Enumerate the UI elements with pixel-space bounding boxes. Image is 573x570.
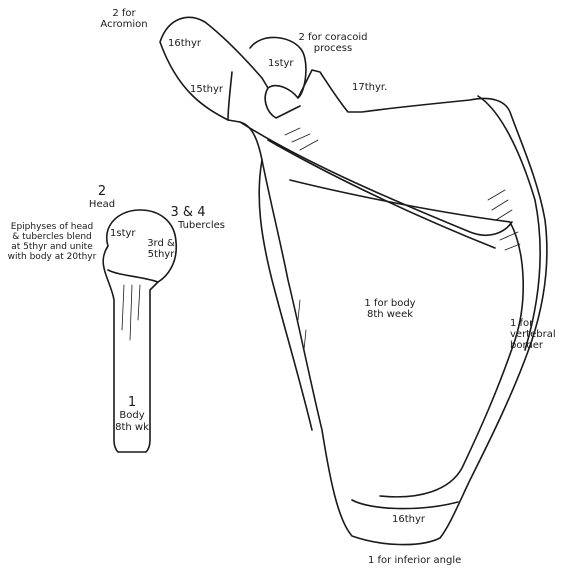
tubercle-years-label: 3rd & 5thyr — [146, 238, 176, 260]
head-label: Head — [82, 199, 122, 210]
scapula-outline — [160, 17, 547, 544]
coracoid-name: process — [278, 43, 388, 54]
acromion-15yr-label: 15thyr — [190, 84, 223, 95]
scapula-body-line1: 1 for body — [355, 298, 425, 309]
humerus-body-week: 8th wk — [112, 422, 152, 433]
coracoid-17yr-label: 17thyr. — [352, 82, 387, 93]
coracoid-base — [265, 88, 300, 118]
head-1yr-label: 1styr — [110, 228, 136, 239]
acromion-label: 2 for Acromion — [100, 8, 148, 30]
vertebral-epiphysis — [478, 96, 540, 350]
acromion-name: Acromion — [100, 19, 148, 30]
humerus-body-label: Body — [114, 410, 150, 421]
lateral-border — [259, 160, 312, 430]
acromion-number: 2 for — [100, 8, 148, 19]
note-line3: at 5thyr and unite — [0, 242, 104, 252]
spine-line — [240, 122, 512, 235]
humerus-body-number: 1 — [120, 396, 144, 410]
tubercles-number: 3 & 4 — [168, 206, 208, 220]
scapula-body-label: 1 for body 8th week — [355, 298, 425, 320]
coracoid-number: 2 for coracoid — [278, 32, 388, 43]
note-line4: with body at 20thyr — [0, 252, 104, 262]
scapula-body-line2: 8th week — [355, 309, 425, 320]
inferior-angle-label: 1 for inferior angle — [368, 555, 461, 566]
tubercles-label: Tubercles — [178, 220, 225, 231]
vertebral-border-label: 1 for vertebral border — [510, 318, 556, 351]
humerus-neck — [108, 270, 158, 282]
vertebral-line3: border — [510, 340, 556, 351]
epiphyses-note: Epiphyses of head & tubercles blend at 5… — [0, 222, 104, 262]
coracoid-label: 2 for coracoid process — [278, 32, 388, 54]
tubercle-years-line2: 5thyr — [146, 249, 176, 260]
vertebral-line2: vertebral — [510, 329, 556, 340]
tubercle-years-line1: 3rd & — [146, 238, 176, 249]
coracoid-1yr-label: 1styr — [268, 58, 294, 69]
note-line2: & tubercles blend — [0, 232, 104, 242]
head-number: 2 — [90, 185, 114, 199]
inferior-epiphysis — [352, 500, 458, 509]
vertebral-line1: 1 for — [510, 318, 556, 329]
note-line1: Epiphyses of head — [0, 222, 104, 232]
inferior-16yr-label: 16thyr — [392, 514, 425, 525]
acromion-16yr-label: 16thyr — [168, 38, 201, 49]
acromion-line — [228, 72, 232, 120]
